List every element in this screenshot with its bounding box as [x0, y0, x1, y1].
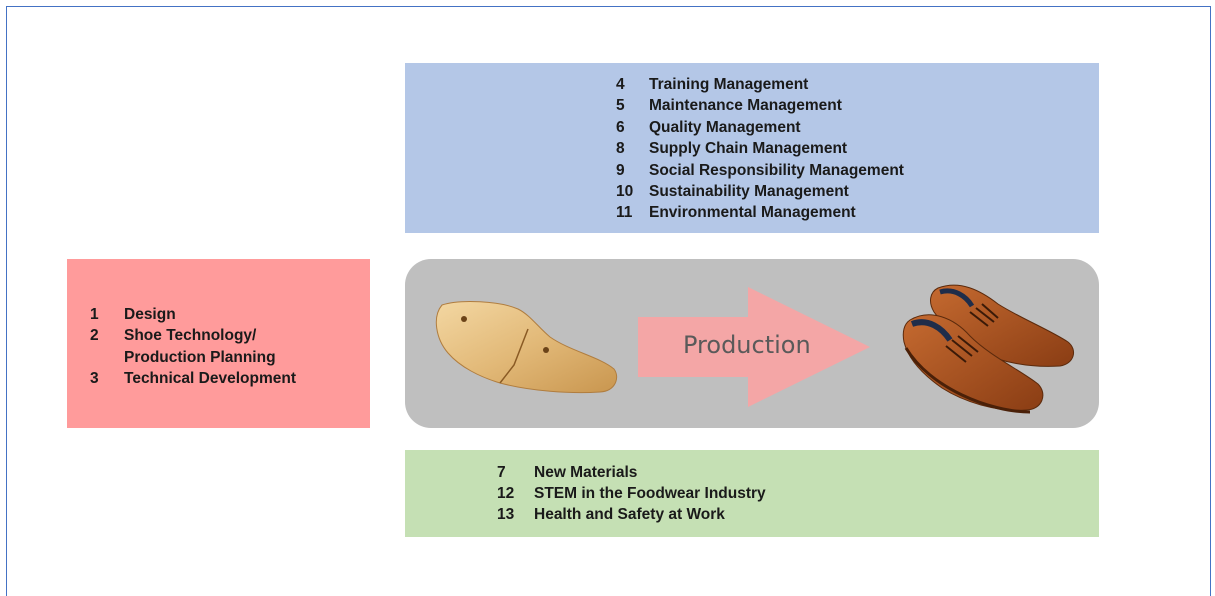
item-number: 8: [616, 140, 625, 158]
item-number: 11: [616, 204, 633, 222]
item-label: STEM in the Foodwear Industry: [534, 485, 766, 502]
list-item: 3 Technical Development: [90, 368, 324, 389]
item-number: 6: [616, 118, 625, 136]
design-topics-list: 1 Design 2 Shoe Technology/ Production Pla…: [90, 304, 324, 390]
list-item: 5 Maintenance Management: [616, 95, 904, 116]
item-label: Maintenance Management: [649, 97, 842, 115]
item-label: Environmental Management: [649, 204, 856, 222]
materials-topics-list: 7 New Materials 12 STEM in the Foodwear In…: [497, 462, 766, 525]
item-number: 7: [497, 464, 506, 481]
item-number: 2: [90, 327, 99, 345]
item-label: Training Management: [649, 76, 809, 93]
item-number: 9: [616, 161, 625, 179]
list-item: 7 New Materials: [497, 462, 766, 483]
design-topics-box: [67, 259, 370, 428]
item-number: 3: [90, 370, 99, 388]
item-label: Quality Management: [649, 118, 801, 136]
list-item: 9 Social Responsibility Management: [616, 160, 904, 181]
item-label: Sustainability Management: [649, 183, 849, 201]
leather-shoes-image: [902, 284, 1075, 414]
item-number: 4: [616, 76, 625, 93]
shoe-last-image: [435, 301, 618, 394]
materials-topics-box: [405, 450, 1099, 537]
list-item: 1 Design: [90, 304, 324, 325]
item-number: 12: [497, 485, 515, 502]
list-item: 2 Shoe Technology/ Production Planning: [90, 325, 324, 368]
item-label: Health and Safety at Work: [534, 506, 725, 523]
list-item: 4 Training Management: [616, 74, 904, 95]
list-item: 8 Supply Chain Management: [616, 138, 904, 159]
management-topics-list: 4 Training Management 5 Maintenance Manage…: [616, 74, 904, 224]
arrow-right-icon: [638, 287, 870, 407]
list-item: 10 Sustainability Management: [616, 181, 904, 202]
item-number: 10: [616, 183, 634, 201]
list-item: 13 Health and Safety at Work: [497, 504, 766, 525]
slide-frame: [6, 6, 1211, 596]
item-label: Design: [124, 306, 176, 323]
item-number: 13: [497, 506, 515, 523]
item-label: Technical Development: [124, 370, 296, 388]
list-item: 11 Environmental Management: [616, 202, 904, 223]
item-label: New Materials: [534, 464, 638, 481]
item-label: Shoe Technology/ Production Planning: [124, 327, 276, 366]
list-item: 12 STEM in the Foodwear Industry: [497, 483, 766, 504]
item-label: Supply Chain Management: [649, 140, 848, 158]
item-number: 5: [616, 97, 625, 115]
production-label: Production: [683, 331, 811, 359]
list-item: 6 Quality Management: [616, 117, 904, 138]
item-number: 1: [90, 306, 99, 323]
item-label: Social Responsibility Management: [649, 161, 904, 179]
management-topics-box: [405, 63, 1099, 233]
